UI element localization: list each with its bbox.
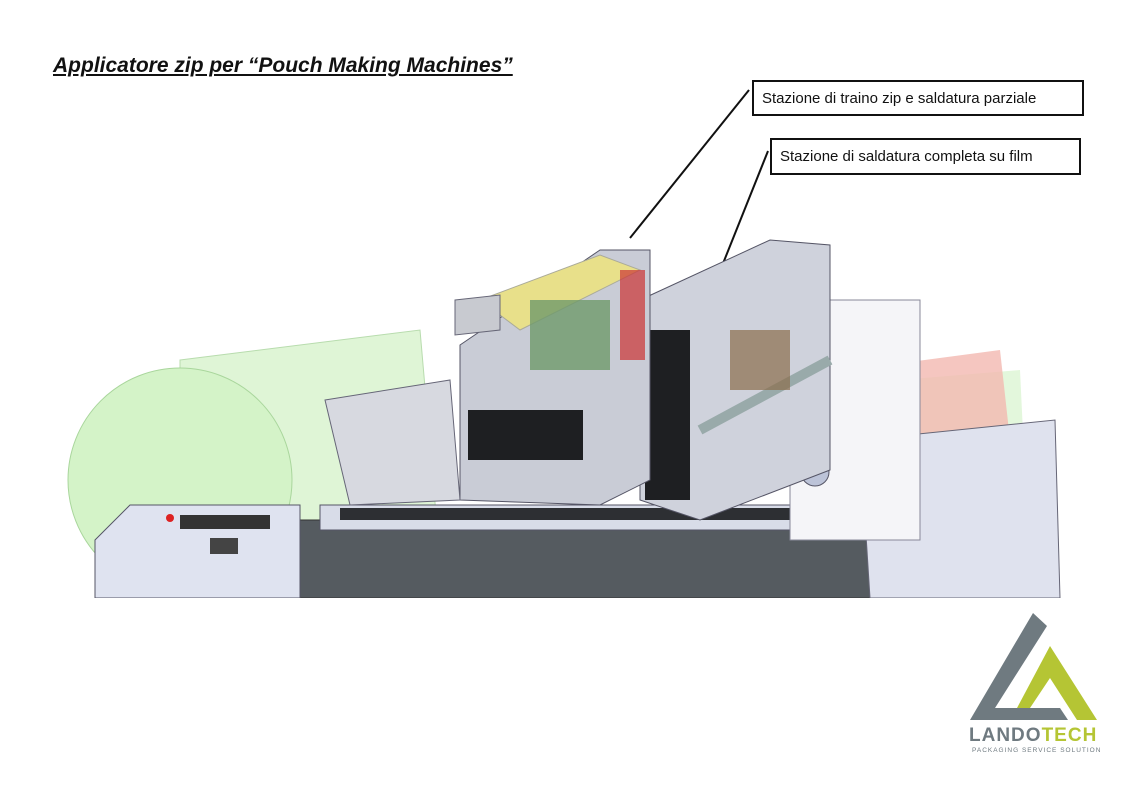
machine-base (299, 519, 871, 598)
leader-line-1 (629, 89, 750, 239)
station-2-cover (645, 330, 690, 500)
document-title: Applicatore zip per “Pouch Making Machin… (53, 54, 513, 77)
callout-zip-pull-station: Stazione di traino zip e saldatura parzi… (752, 80, 1084, 116)
callout-full-sealing-station: Stazione di saldatura completa su film (770, 138, 1081, 175)
landotech-logo-icon (970, 613, 1097, 720)
leader-line-2 (721, 150, 769, 267)
logo-tagline: PACKAGING SERVICE SOLUTION (972, 747, 1102, 754)
station-1-cover (468, 410, 583, 460)
logo-brand: LANDOTECH (969, 725, 1098, 746)
